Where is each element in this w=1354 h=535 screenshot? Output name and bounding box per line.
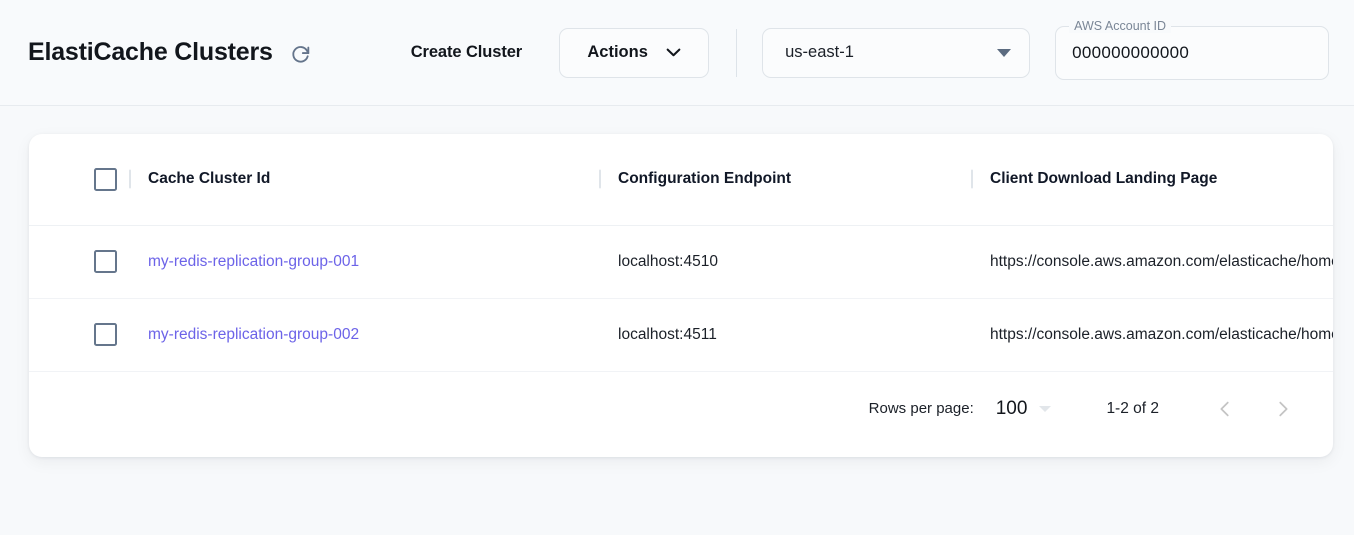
next-page-button[interactable]: [1261, 387, 1305, 431]
row-select-cell: [29, 225, 125, 299]
cell-client-download-landing-page: https://console.aws.amazon.com/elasticac…: [967, 225, 1333, 299]
pagination-range-label: 1-2 of 2: [1106, 399, 1159, 417]
column-header-cache-cluster-id[interactable]: Cache Cluster Id: [125, 134, 595, 226]
select-all-header-cell: [29, 134, 125, 226]
refresh-icon-glyph: [292, 45, 309, 63]
refresh-icon[interactable]: [287, 40, 315, 68]
header-divider: [736, 28, 738, 77]
cell-client-download-landing-page: https://console.aws.amazon.com/elasticac…: [967, 298, 1333, 372]
cell-configuration-endpoint: localhost:4511: [595, 298, 967, 372]
table-row[interactable]: my-redis-replication-group-001 localhost…: [29, 225, 1333, 299]
previous-page-button[interactable]: [1203, 387, 1247, 431]
triangle-down-icon: [997, 48, 1012, 57]
cell-cache-cluster-id: my-redis-replication-group-002: [125, 298, 595, 372]
region-select-value: us-east-1: [785, 43, 854, 61]
select-all-wrapper: [29, 167, 125, 191]
cell-configuration-endpoint: localhost:4510: [595, 225, 967, 299]
rows-per-page-label: Rows per page:: [868, 400, 974, 417]
landing-page-text: https://console.aws.amazon.com/elasticac…: [990, 325, 1333, 343]
aws-account-id-field[interactable]: AWS Account ID 000000000000: [1055, 18, 1330, 80]
main-content: Cache Cluster Id Configuration Endpoint …: [0, 106, 1354, 457]
rows-per-page-select[interactable]: 100: [996, 398, 1052, 420]
row-checkbox[interactable]: [94, 323, 117, 346]
chevron-down-icon: [666, 48, 681, 57]
configuration-endpoint-text: localhost:4510: [618, 252, 718, 270]
aws-account-id-label: AWS Account ID: [1069, 18, 1172, 33]
column-header-configuration-endpoint[interactable]: Configuration Endpoint: [595, 134, 967, 226]
actions-button[interactable]: Actions: [559, 27, 710, 78]
row-checkbox-wrapper: [29, 250, 125, 273]
table-header: Cache Cluster Id Configuration Endpoint …: [29, 134, 1333, 226]
select-all-checkbox[interactable]: [94, 167, 117, 191]
chevron-left-icon: [1220, 401, 1229, 416]
chevron-down-icon: [1039, 405, 1052, 412]
title-block: ElastiCache Clusters: [28, 38, 315, 68]
row-checkbox[interactable]: [94, 250, 117, 273]
cell-cache-cluster-id: my-redis-replication-group-001: [125, 225, 595, 299]
actions-button-label: Actions: [587, 43, 648, 61]
app-header: ElastiCache Clusters Create Cluster Acti…: [0, 0, 1354, 106]
row-select-cell: [29, 298, 125, 372]
configuration-endpoint-text: localhost:4511: [618, 325, 717, 343]
pagination-bar: Rows per page: 100 1-2 of 2: [29, 372, 1333, 446]
table-body: my-redis-replication-group-001 localhost…: [29, 225, 1333, 372]
table-row[interactable]: my-redis-replication-group-002 localhost…: [29, 298, 1333, 372]
column-header-client-download-landing-page[interactable]: Client Download Landing Page: [967, 134, 1333, 226]
table-header-row: Cache Cluster Id Configuration Endpoint …: [29, 134, 1333, 226]
cluster-id-link[interactable]: my-redis-replication-group-002: [148, 325, 360, 343]
clusters-table-card: Cache Cluster Id Configuration Endpoint …: [29, 134, 1333, 457]
row-checkbox-wrapper: [29, 323, 125, 346]
rows-per-page-value: 100: [995, 397, 1028, 419]
aws-account-id-value: 000000000000: [1072, 42, 1190, 62]
page-title: ElastiCache Clusters: [28, 38, 273, 66]
create-cluster-button[interactable]: Create Cluster: [407, 35, 526, 70]
landing-page-text: https://console.aws.amazon.com/elasticac…: [990, 252, 1333, 270]
region-select[interactable]: us-east-1: [762, 27, 1031, 78]
clusters-table: Cache Cluster Id Configuration Endpoint …: [29, 134, 1333, 372]
cluster-id-link[interactable]: my-redis-replication-group-001: [148, 252, 360, 270]
chevron-right-icon: [1279, 401, 1288, 416]
